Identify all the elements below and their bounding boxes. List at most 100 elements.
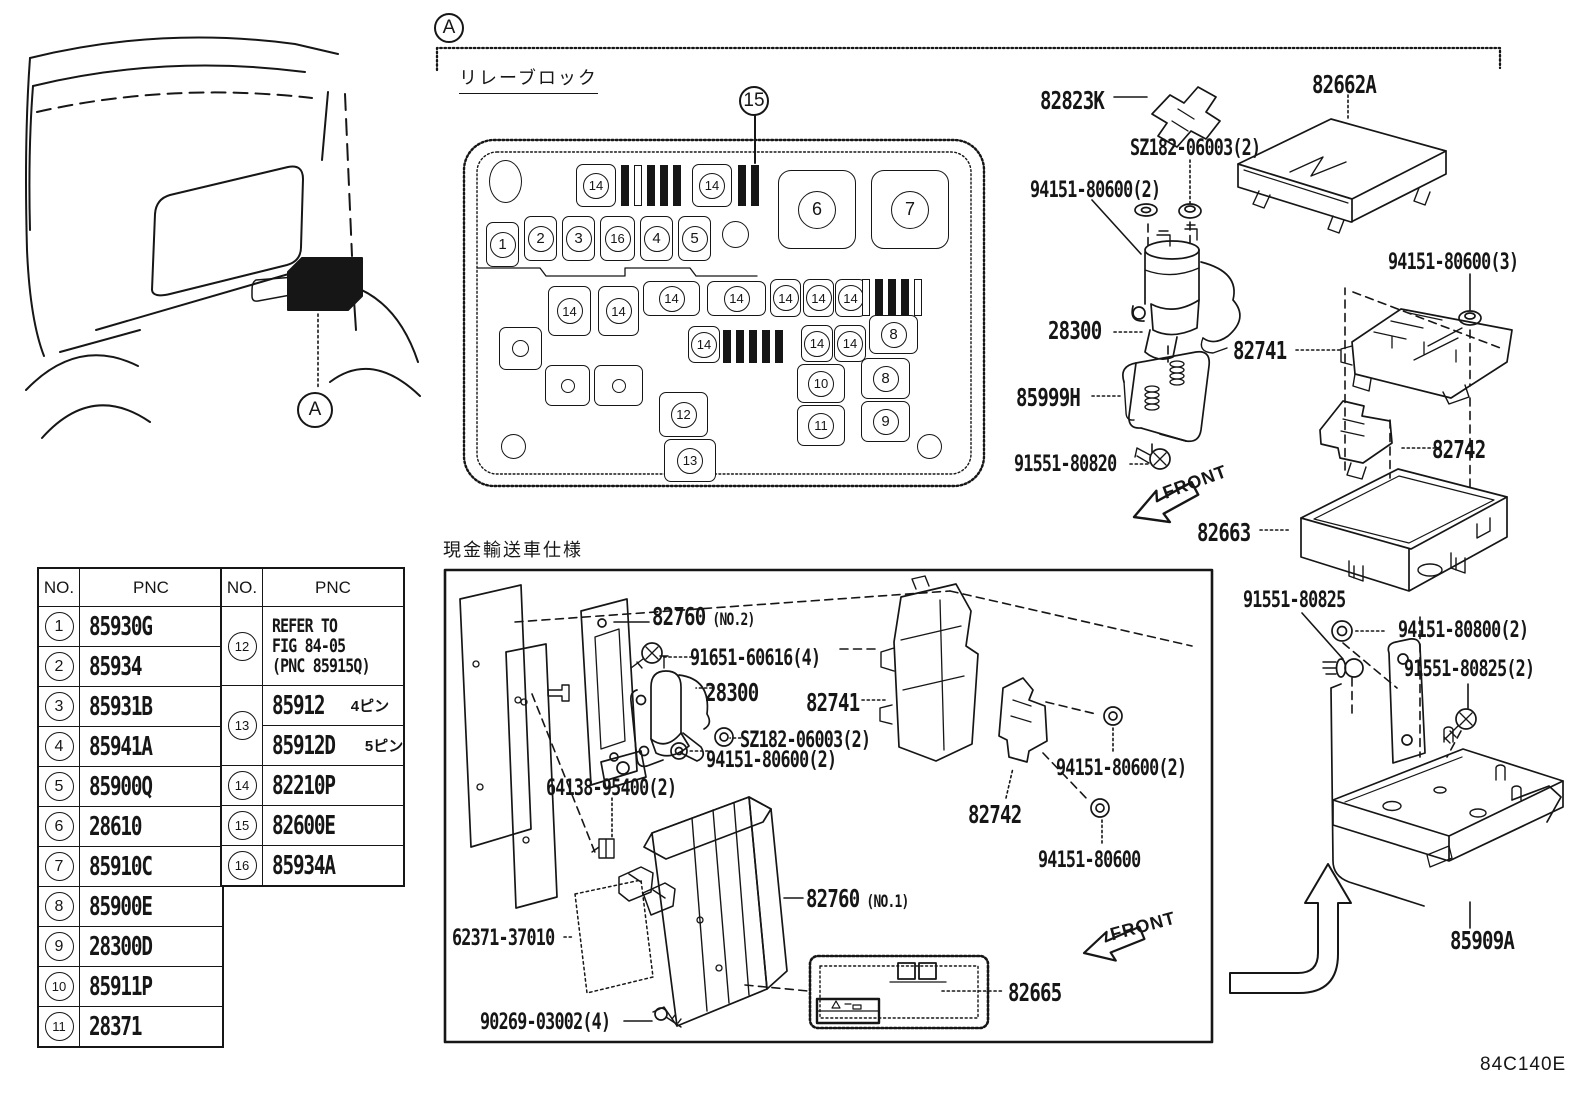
part-label: 28300	[1048, 316, 1102, 345]
relay-cell: 9	[861, 401, 910, 442]
part-label: 82741	[1233, 336, 1287, 365]
header-pnc: PNC	[263, 569, 403, 606]
part-label: 64138-95400(2)	[546, 776, 677, 801]
cash-van-box-frame	[443, 568, 1214, 1044]
relay-cell-number: 14	[699, 172, 725, 199]
fuse-bar	[914, 279, 922, 316]
pnc-value: 82600E	[272, 810, 336, 841]
row-number-cell: 11	[39, 1007, 80, 1046]
refer-line: (PNC 85915Q)	[272, 655, 371, 677]
part-number: 94151-80600(3)	[1388, 250, 1519, 275]
relay-cell-number: 14	[837, 285, 864, 311]
pin-note: 4ピン	[350, 698, 390, 715]
washer-94151-sketch	[1134, 203, 1158, 217]
relay-cell-number: 14	[772, 285, 799, 311]
row-number: 15	[227, 811, 257, 840]
part-label: 94151-80600(2)	[1056, 756, 1187, 781]
screw-91651-sketch	[630, 642, 663, 669]
relay-cell-number: 4	[643, 225, 670, 252]
nut-sz182-sketch	[1178, 203, 1202, 219]
quarter-panel-sketch	[459, 584, 570, 909]
front-arrow-box	[1082, 925, 1146, 962]
pnc-cell: 85930G	[80, 607, 222, 646]
pnc-cell: 85900Q	[80, 767, 222, 806]
pnc-value: 85911P	[89, 971, 153, 1002]
relay-cell: 14	[835, 279, 866, 317]
part-number: 91551-80825(2)	[1404, 657, 1535, 682]
pnc-cell: 28610	[80, 807, 222, 846]
part-number: 62371-37010	[452, 926, 555, 951]
box-82663-sketch	[1300, 468, 1508, 592]
part-label: 91551-80825	[1243, 588, 1346, 613]
relay-block-outline	[462, 138, 986, 488]
relay-cell-number: 13	[677, 447, 703, 474]
header-pnc-text: PNC	[133, 577, 169, 597]
pnc-value: 28610	[89, 811, 142, 842]
fuse-bar	[751, 165, 759, 206]
part-label: 94151-80800(2)	[1398, 618, 1529, 643]
row-number: 7	[44, 852, 74, 881]
pnc-cell: 85910C	[80, 847, 222, 886]
part-number: 85999H	[1016, 383, 1081, 412]
part-number: 82823K	[1040, 86, 1105, 115]
relay-cell-number: 14	[583, 172, 609, 199]
curved-up-arrow	[1229, 863, 1352, 994]
front-arrow-main	[1132, 481, 1200, 524]
part-number: 82742	[1432, 435, 1486, 464]
part-label: 91651-60616(4)	[690, 646, 821, 671]
relay-socket	[545, 365, 590, 406]
relay-cell: 3	[562, 216, 595, 261]
pnc-value: 85941A	[89, 731, 153, 762]
relay-cell-number: 14	[658, 285, 685, 312]
nuts-box-right-sketch	[1090, 706, 1123, 818]
row-number-cell: 16	[222, 846, 263, 885]
row-number: 10	[44, 972, 74, 1001]
relay-cell: 14	[576, 164, 616, 207]
row-number: 12	[227, 631, 257, 661]
table-header: NO. PNC	[39, 569, 222, 606]
fuse-bars	[621, 165, 681, 206]
assembly-dashed-lines	[514, 221, 1504, 992]
row-number-cell: 7	[39, 847, 80, 886]
part-label: 94151-80600	[1038, 848, 1141, 873]
part-number: 64138-95400(2)	[546, 776, 677, 801]
cash-van-title: 現金輸送車仕様	[443, 540, 583, 560]
fuse-bar	[738, 165, 746, 206]
relay-cell-number: 6	[798, 190, 836, 229]
table-row: 10 85911P	[39, 966, 222, 1006]
relay-cell-number: 11	[808, 412, 834, 439]
detail-a-frame	[435, 46, 1502, 72]
pnc-value: 28300D	[89, 931, 153, 962]
refer-line: FIG 84-05	[272, 635, 346, 657]
part-number: 82760	[806, 884, 860, 913]
part-number: 94151-80800(2)	[1398, 618, 1529, 643]
callout-letter: A	[308, 399, 322, 420]
fuse-bar	[875, 279, 883, 316]
part-number: 28300	[1048, 316, 1102, 345]
header-no-text: NO.	[43, 577, 75, 597]
row-number-cell: 14	[222, 766, 263, 805]
part-number: 91551-80820	[1014, 452, 1117, 477]
part-number: 94151-80600(2)	[1030, 178, 1161, 203]
part-number: SZ182-06003(2)	[740, 728, 871, 753]
relay-cell: 14	[548, 286, 591, 336]
part-label: 94151-80600(2)	[1030, 178, 1161, 203]
fuse-bars	[723, 330, 783, 363]
pnc-value: 85900Q	[89, 771, 153, 802]
pnc-cell: 28300D	[80, 927, 222, 966]
relay-cell-number: 14	[723, 285, 750, 312]
relay-cell: 16	[600, 216, 635, 261]
part-label: 90269-03002(4)	[480, 1010, 611, 1035]
part-number: 82663	[1197, 518, 1251, 547]
nut-94151-80800-sketch	[1331, 620, 1353, 642]
header-pnc: PNC	[80, 569, 222, 606]
van-overview-sketch	[25, 36, 421, 439]
pnc-value: 82210P	[272, 770, 336, 801]
mount-hole	[917, 434, 942, 459]
part-label: 82823K	[1040, 86, 1105, 115]
